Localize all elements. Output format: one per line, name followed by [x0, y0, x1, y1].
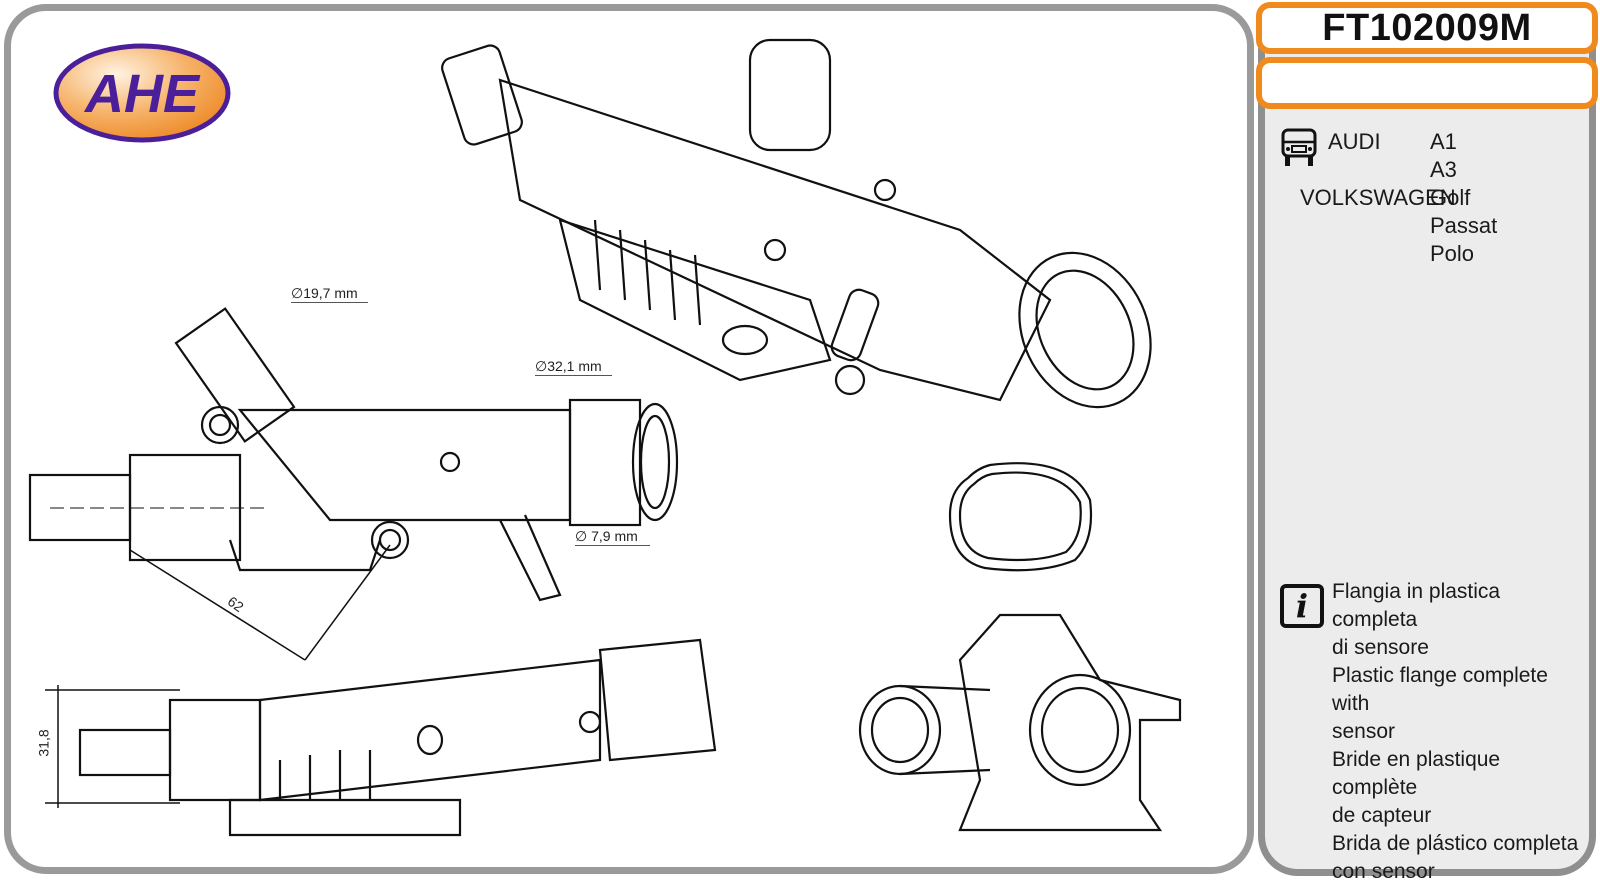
- application-row: Passat: [1280, 212, 1580, 240]
- application-row: Polo: [1280, 240, 1580, 268]
- description-line: sensor: [1332, 720, 1396, 743]
- description-line: di sensore: [1332, 636, 1429, 659]
- dimension-diameter-small: ∅ 7,9 mm: [575, 528, 638, 544]
- vehicle-model: A3: [1430, 157, 1457, 182]
- info-icon: i: [1280, 584, 1324, 628]
- dimension-height: 31,8: [35, 729, 52, 757]
- dimension-underline: [575, 545, 650, 546]
- product-subtitle-box: [1256, 57, 1598, 109]
- vehicle-model: Passat: [1430, 213, 1498, 238]
- gasket: [948, 462, 1093, 572]
- drawing-panel: [4, 4, 1254, 874]
- technical-drawing: [28, 38, 1182, 837]
- vehicle-make: VOLKSWAGEN: [1300, 185, 1456, 210]
- description-line: Bride en plastique complète: [1332, 748, 1501, 799]
- dimension-diameter-inlet: ∅19,7 mm: [291, 285, 358, 301]
- description-line: con sensor: [1332, 860, 1435, 883]
- product-code-box: FT102009M: [1256, 2, 1598, 54]
- rear-view: [858, 613, 1182, 832]
- vehicle-model: A1: [1430, 129, 1457, 154]
- vehicle-make: AUDI: [1328, 129, 1381, 154]
- description-line: de capteur: [1332, 804, 1432, 827]
- vehicle-model: Golf: [1430, 185, 1471, 210]
- product-description: i Flangia in plastica completa di sensor…: [1280, 578, 1590, 886]
- vehicle-front-icon: [1281, 128, 1317, 166]
- dimension-diameter-outlet: ∅32,1 mm: [535, 358, 602, 374]
- application-row: AUDI A1: [1280, 128, 1580, 156]
- application-row: A3: [1280, 156, 1580, 184]
- application-row: VOLKSWAGEN Golf: [1280, 184, 1580, 212]
- logo-text: AHE: [83, 64, 201, 124]
- vehicle-model: Polo: [1430, 241, 1475, 266]
- dimension-underline: [291, 302, 368, 303]
- vehicle-make: [1280, 212, 1430, 240]
- isometric-view: [441, 38, 1152, 409]
- front-view: [45, 638, 717, 837]
- applications-list: AUDI A1 A3 VOLKSWAGEN Golf Passat Polo: [1280, 128, 1580, 268]
- description-line: Plastic flange complete with: [1332, 664, 1548, 715]
- description-line: Flangia in plastica completa: [1332, 580, 1501, 631]
- ahe-logo: AHE: [53, 43, 231, 143]
- vehicle-make: [1280, 240, 1430, 268]
- product-code: FT102009M: [1322, 6, 1532, 49]
- side-view: [28, 307, 679, 661]
- dimension-underline: [535, 375, 612, 376]
- description-line: Brida de plástico completa: [1332, 832, 1579, 855]
